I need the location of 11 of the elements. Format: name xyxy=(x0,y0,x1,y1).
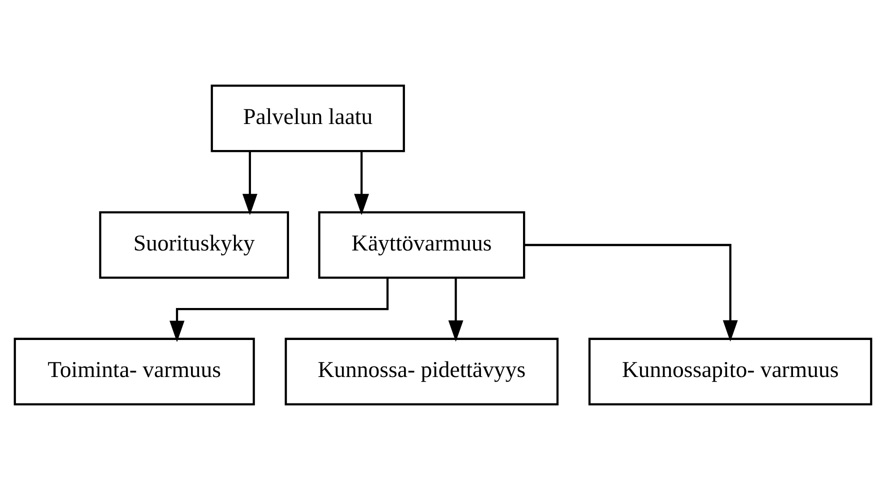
node-box: Käyttövarmuus xyxy=(318,211,526,279)
node-box: Suorituskyky xyxy=(99,211,290,279)
arrow xyxy=(242,152,258,216)
node-box: Kunnossapito- varmuus xyxy=(588,338,872,406)
node-box: Toiminta- varmuus xyxy=(14,338,255,406)
arrow xyxy=(170,278,389,342)
node-box: Palvelun laatu xyxy=(210,84,405,152)
arrow xyxy=(524,244,738,342)
arrow xyxy=(448,278,464,342)
arrow xyxy=(354,152,370,216)
node-box: Kunnossa- pidettävyys xyxy=(284,338,559,406)
